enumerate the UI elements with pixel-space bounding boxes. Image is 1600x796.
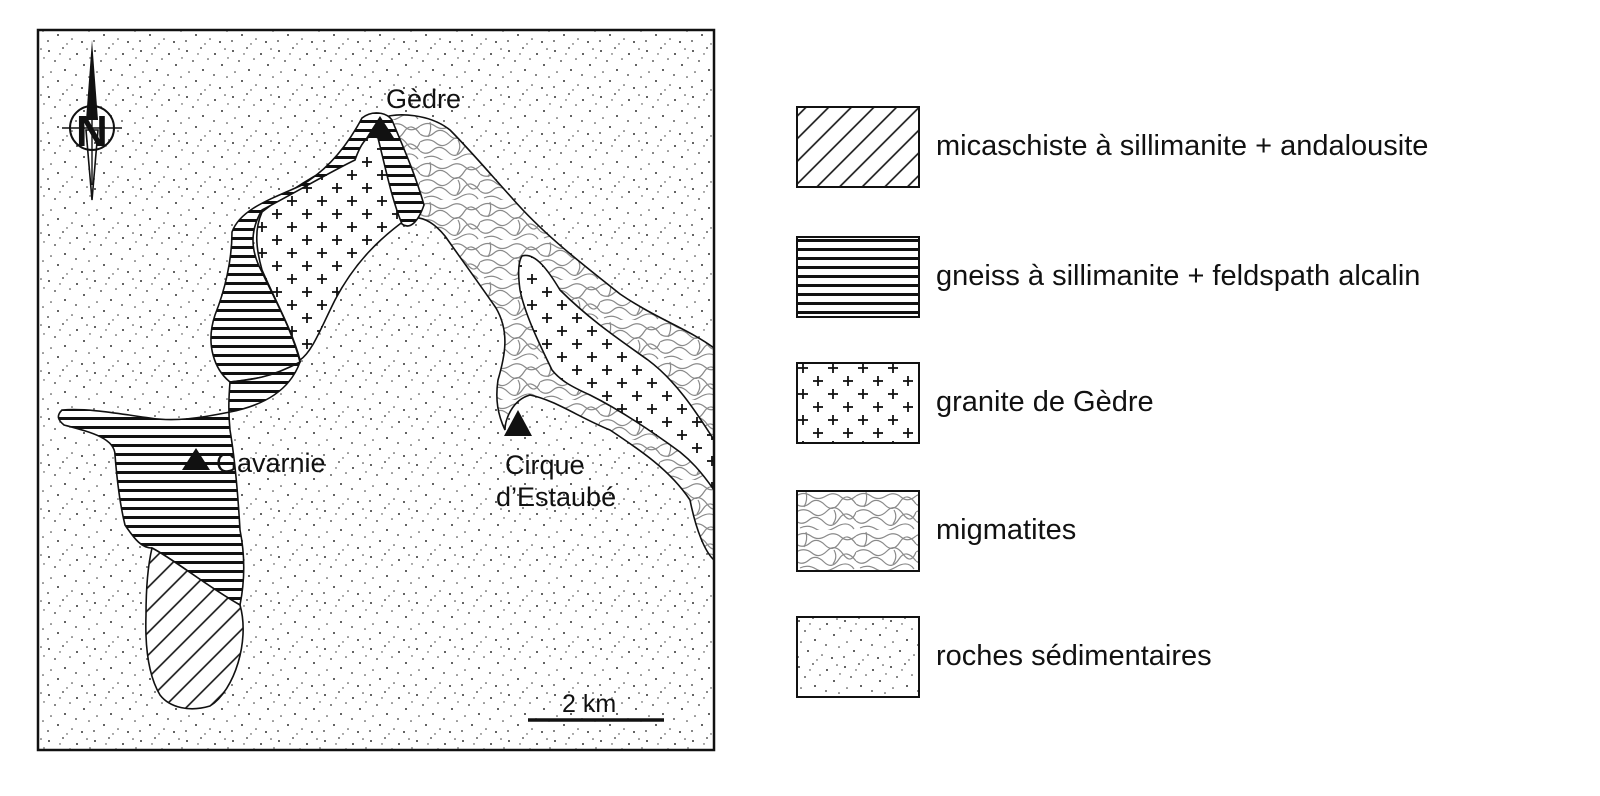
legend-item-gneiss: gneiss à sillimanite + feldspath alcalin (796, 236, 1576, 320)
place-label-gavarnie: Gavarnie (216, 448, 326, 478)
legend-label-granite: granite de Gèdre (936, 386, 1154, 418)
granite-east-belt (517, 254, 714, 492)
crosses-swatch-icon (796, 362, 920, 444)
legend-label-sedimentary: roches sédimentaires (936, 640, 1212, 672)
map-frame-border (36, 28, 716, 752)
place-label-gedre: Gèdre (386, 84, 461, 114)
legend-label-gneiss: gneiss à sillimanite + feldspath alcalin (936, 260, 1421, 292)
gedre-summit-icon (366, 116, 394, 138)
micaschiste-zone (145, 546, 244, 710)
gneiss-gavarnie-zone (57, 360, 302, 607)
gavarnie-summit-icon (182, 448, 210, 470)
place-label-estaube-line1: Cirque (505, 450, 585, 480)
legend-item-sedimentary: roches sédimentaires (796, 616, 1576, 700)
legend-item-micaschiste: micaschiste à sillimanite + andalousite (796, 106, 1576, 190)
place-label-estaube-line2: d’Estaubé (496, 482, 616, 512)
legend-label-migmatites: migmatites (936, 514, 1077, 546)
scale-bar: 2 km (528, 690, 664, 722)
horizontal-lines-swatch-icon (796, 236, 920, 318)
scale-bar-label: 2 km (562, 690, 616, 718)
diagonal-hatch-swatch-icon (796, 106, 920, 188)
north-arrow-icon: N (62, 40, 122, 201)
gneiss-north-arc (210, 112, 425, 383)
wavy-lines-swatch-icon (796, 490, 920, 572)
legend-label-micaschiste: micaschiste à sillimanite + andalousite (936, 130, 1429, 162)
legend-item-granite: granite de Gèdre (796, 362, 1576, 446)
legend-item-migmatites: migmatites (796, 490, 1576, 574)
stipple-swatch-icon (796, 616, 920, 698)
north-label: N (76, 107, 108, 156)
estaube-summit-icon (504, 410, 532, 436)
